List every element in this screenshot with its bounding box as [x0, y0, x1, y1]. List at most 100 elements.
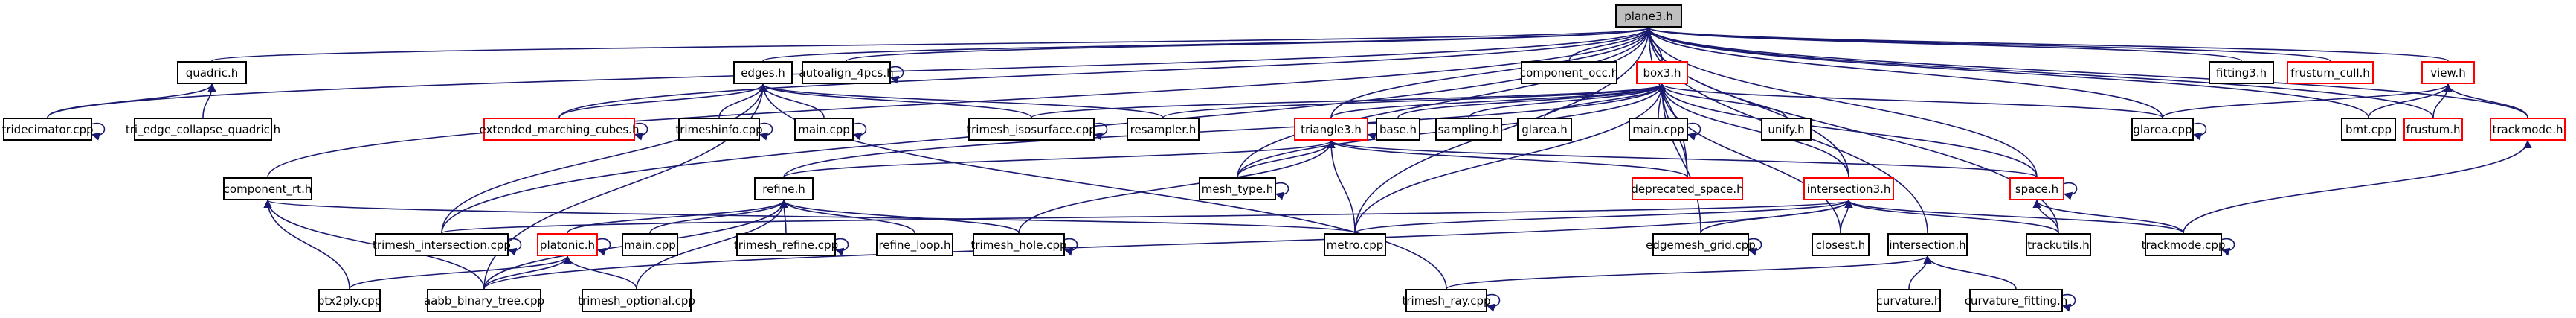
edge-aabb_binary_tree_cpp-to-intersection3_h	[483, 199, 1853, 290]
edge-aabb_binary_tree_cpp-to-edges_h	[483, 83, 767, 290]
edge-space_h-to-plane3_h	[1644, 26, 2038, 178]
node-main-cpp-1[interactable]: main.cpp	[794, 118, 854, 141]
node-tridecimator-cpp[interactable]: tridecimator.cpp	[1, 118, 94, 141]
node-main-cpp-2[interactable]: main.cpp	[1629, 118, 1688, 141]
node-triangle3-h[interactable]: triangle3.h	[1294, 118, 1368, 141]
node-component-occ-h[interactable]: component_occ.h	[1520, 61, 1618, 84]
edge-trackmode_cpp-to-intersection3_h	[1844, 199, 2184, 234]
edge-extended_marching_cubes_h-to-plane3_h	[558, 26, 1653, 118]
edge-trimesh_hole_cpp-to-triangle3_h	[1018, 139, 1336, 234]
node-aabb-binary-tree-cpp[interactable]: aabb_binary_tree.cpp	[424, 289, 544, 312]
edge-glarea_cpp-to-view_h	[2162, 83, 2453, 118]
node-trimesh-refine-cpp[interactable]: trimesh_refine.cpp	[734, 233, 838, 256]
self-loop-curvature_fitting_h	[2061, 293, 2076, 312]
node-plane3-h[interactable]: plane3.h	[1615, 4, 1682, 28]
node-component-rt-h[interactable]: component_rt.h	[223, 177, 312, 200]
edge-frustum_cull_h-to-plane3_h	[1644, 26, 2331, 62]
node-trimesh-hole-cpp[interactable]: trimesh_hole.cpp	[970, 233, 1067, 256]
node-edges-h[interactable]: edges.h	[733, 61, 793, 84]
self-loop-main_cpp_1	[852, 122, 867, 141]
node-frustum-h[interactable]: frustum.h	[2403, 118, 2463, 141]
self-loop-trimesh_hole_cpp	[1063, 238, 1078, 256]
edge-platonic_h-to-refine_h	[567, 199, 788, 234]
edge-trimesh_isosurface_cpp-to-box3_h	[1031, 83, 1667, 118]
node-sampling-h[interactable]: sampling.h	[1435, 118, 1502, 141]
edge-view_h-to-plane3_h	[1644, 26, 2449, 62]
edge-metro_cpp-to-intersection3_h	[1354, 199, 1853, 234]
node-trimesh-ray-cpp[interactable]: trimesh_ray.cpp	[1402, 289, 1491, 312]
node-main-cpp-3[interactable]: main.cpp	[622, 233, 678, 256]
node-trimesh-optional-cpp[interactable]: trimesh_optional.cpp	[578, 289, 695, 312]
node-trimesh-intersection-cpp[interactable]: trimesh_intersection.cpp	[373, 233, 511, 256]
edge-trimesh_optional_cpp-to-platonic_h	[563, 255, 637, 290]
node-refine-h[interactable]: refine.h	[754, 177, 814, 200]
self-loop-edgemesh_grid_cpp	[1748, 238, 1762, 256]
edge-trimesh_ray_cpp-to-edges_h	[759, 83, 1447, 290]
edge-ptx2ply_cpp-to-component_rt_h	[263, 199, 350, 290]
edge-trimesh_intersection_cpp-to-edges_h	[441, 83, 767, 234]
node-glarea-h[interactable]: glarea.h	[1517, 118, 1572, 141]
node-trackutils-h[interactable]: trackutils.h	[2026, 233, 2091, 256]
node-extended-marching-cubes-h[interactable]: extended_marching_cubes.h	[480, 118, 639, 141]
self-loop-main_cpp_2	[1687, 122, 1701, 141]
node-ptx2ply-cpp[interactable]: ptx2ply.cpp	[318, 289, 381, 312]
edge-closest_h-to-box3_h	[1658, 83, 1841, 234]
edge-base_h-to-box3_h	[1397, 83, 1667, 118]
node-platonic-h[interactable]: platonic.h	[537, 233, 598, 256]
self-loop-platonic_h	[596, 238, 611, 256]
node-tri-edge-collapse-quadric-h[interactable]: tri_edge_collapse_quadric.h	[126, 118, 280, 141]
node-edgemesh-grid-cpp[interactable]: edgemesh_grid.cpp	[1646, 233, 1756, 256]
node-view-h[interactable]: view.h	[2421, 61, 2475, 84]
edge-trackmode_h-to-view_h	[2444, 83, 2528, 118]
node-closest-h[interactable]: closest.h	[1812, 233, 1870, 256]
edge-refine_h-to-box3_h	[783, 83, 1667, 178]
node-metro-cpp[interactable]: metro.cpp	[1324, 233, 1386, 256]
edge-tri_edge_collapse_quadric_h-to-quadric_h	[202, 83, 216, 118]
edge-mesh_type_h-to-triangle3_h	[1237, 139, 1336, 178]
node-deprecated-space-h[interactable]: deprecated_space.h	[1631, 177, 1744, 200]
edge-trackmode_h-to-plane3_h	[1644, 26, 2528, 118]
node-glarea-cpp[interactable]: glarea.cpp	[2131, 118, 2194, 141]
node-base-h[interactable]: base.h	[1376, 118, 1420, 141]
edge-bmt_cpp-to-plane3_h	[1644, 26, 2369, 118]
node-trimeshinfo-cpp[interactable]: trimeshinfo.cpp	[675, 118, 763, 141]
edge-ptx2ply_cpp-to-platonic_h	[349, 255, 572, 290]
node-fitting3-h[interactable]: fitting3.h	[2209, 61, 2274, 84]
node-refine-loop-h[interactable]: refine_loop.h	[876, 233, 953, 256]
node-intersection-h[interactable]: intersection.h	[1887, 233, 1968, 256]
self-loop-autoalign_4pcs_h	[889, 66, 904, 84]
node-resampler-h[interactable]: resampler.h	[1127, 118, 1200, 141]
self-loop-space_h	[2063, 182, 2078, 200]
edge-trackmode_cpp-to-space_h	[2032, 199, 2184, 234]
node-curvature-h[interactable]: curvature.h	[1877, 289, 1941, 312]
node-box3-h[interactable]: box3.h	[1636, 61, 1688, 84]
edge-refine_h-to-triangle3_h	[783, 139, 1336, 178]
edge-intersection3_h-to-box3_h	[1658, 83, 1849, 178]
node-frustum-cull-h[interactable]: frustum_cull.h	[2287, 61, 2374, 84]
self-loop-extended_marching_cubes_h	[634, 122, 648, 141]
self-loop-trimeshinfo_cpp	[759, 122, 773, 141]
node-trimesh-isosurface-cpp[interactable]: trimesh_isosurface.cpp	[967, 118, 1096, 141]
edge-resampler_h-to-box3_h	[1162, 83, 1667, 118]
node-autoalign-4pcs-h[interactable]: autoalign_4pcs.h	[799, 61, 894, 84]
edge-quadric_h-to-plane3_h	[211, 26, 1652, 62]
edge-intersection3_h-to-plane3_h	[1644, 26, 1849, 178]
edge-frustum_h-to-plane3_h	[1644, 26, 2434, 118]
node-trackmode-cpp[interactable]: trackmode.cpp	[2142, 233, 2225, 256]
edge-sampling_h-to-box3_h	[1468, 83, 1667, 118]
node-mesh-type-h[interactable]: mesh_type.h	[1199, 177, 1276, 200]
node-trackmode-h[interactable]: trackmode.h	[2490, 118, 2566, 141]
node-curvature-fitting-h[interactable]: curvature_fitting.h	[1965, 289, 2067, 312]
self-loop-trimesh_isosurface_cpp	[1093, 122, 1108, 141]
node-intersection3-h[interactable]: intersection3.h	[1803, 177, 1894, 200]
self-loop-trimesh_refine_cpp	[834, 238, 849, 256]
node-quadric-h[interactable]: quadric.h	[177, 61, 247, 84]
node-unify-h[interactable]: unify.h	[1761, 118, 1812, 141]
edge-component_rt_h-to-plane3_h	[267, 26, 1653, 178]
edge-triangle3_h-to-box3_h	[1330, 83, 1667, 118]
node-bmt-cpp[interactable]: bmt.cpp	[2341, 118, 2396, 141]
edge-autoalign_4pcs_h-to-plane3_h	[846, 26, 1653, 62]
node-space-h[interactable]: space.h	[2009, 177, 2064, 200]
self-loop-trimesh_intersection_cpp	[507, 238, 522, 256]
